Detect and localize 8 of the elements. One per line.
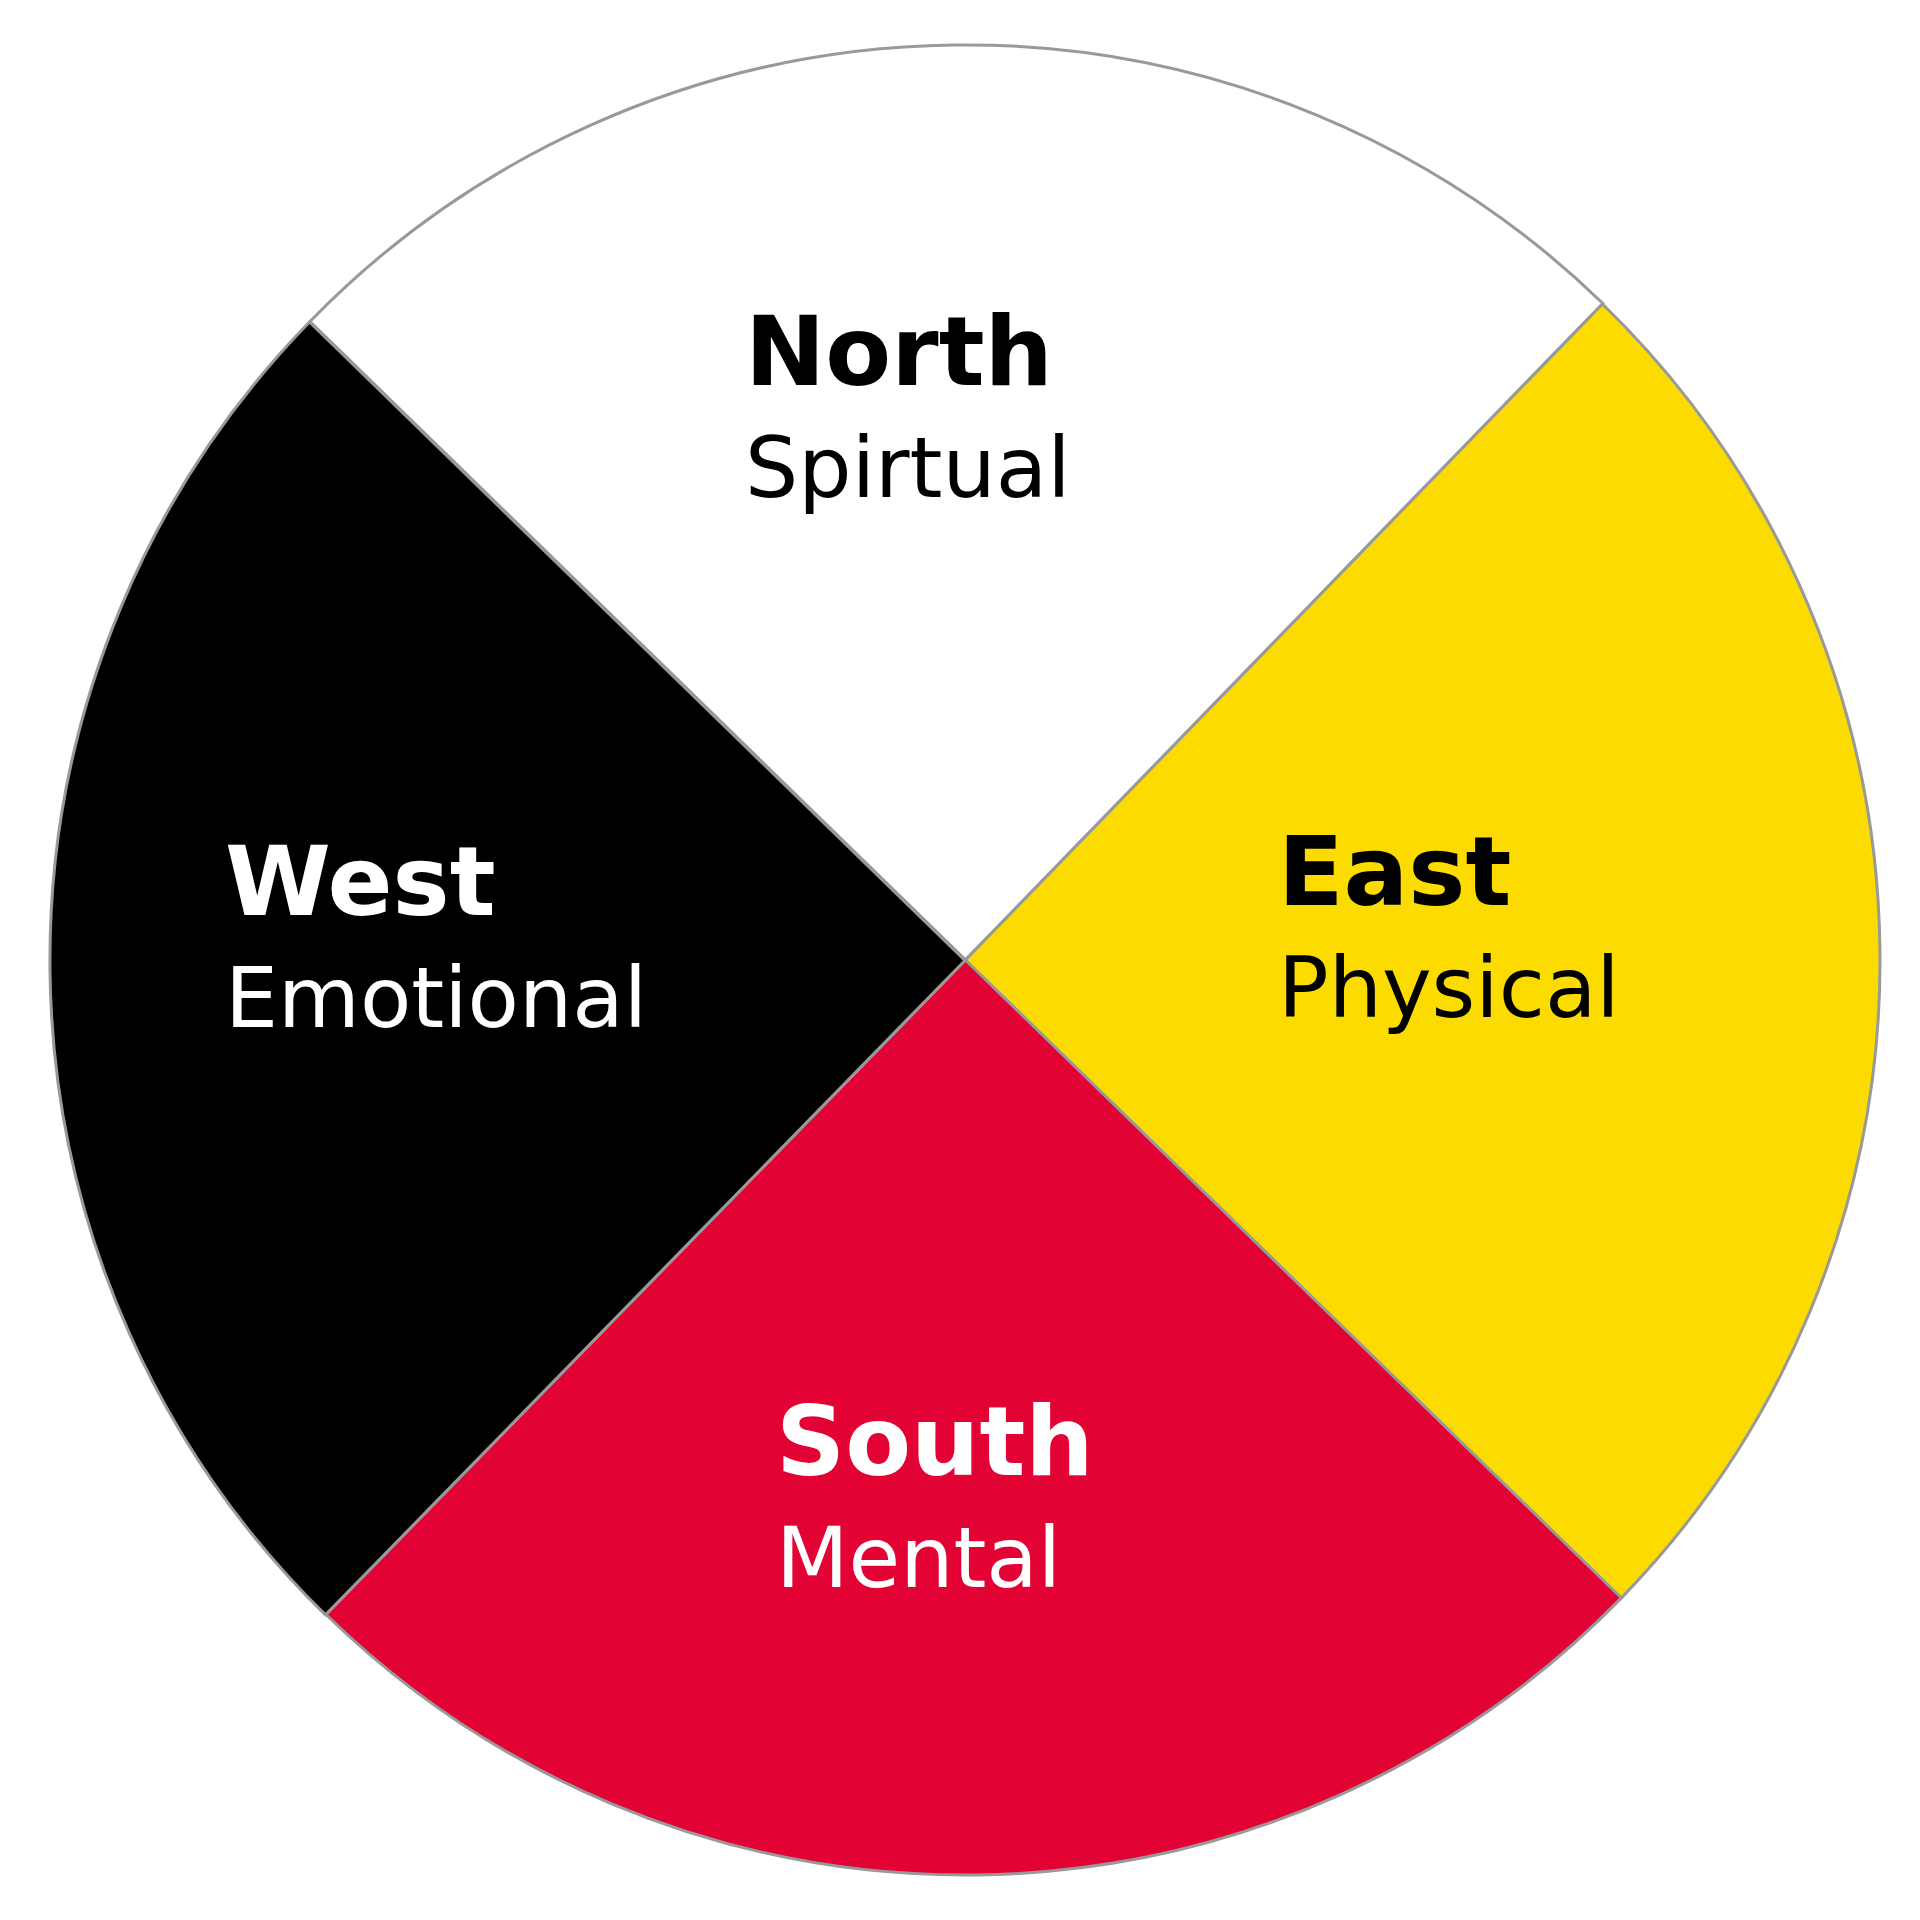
- quadrant-label: Mental: [776, 1512, 1062, 1605]
- quadrant-label: Emotional: [225, 952, 647, 1045]
- quadrant-label: Physical: [1278, 942, 1620, 1035]
- direction-heading: West: [225, 830, 496, 936]
- quadrant-label: Spirtual: [745, 422, 1071, 515]
- direction-heading: East: [1278, 820, 1512, 926]
- direction-heading: South: [776, 1390, 1094, 1496]
- direction-heading: North: [745, 300, 1053, 406]
